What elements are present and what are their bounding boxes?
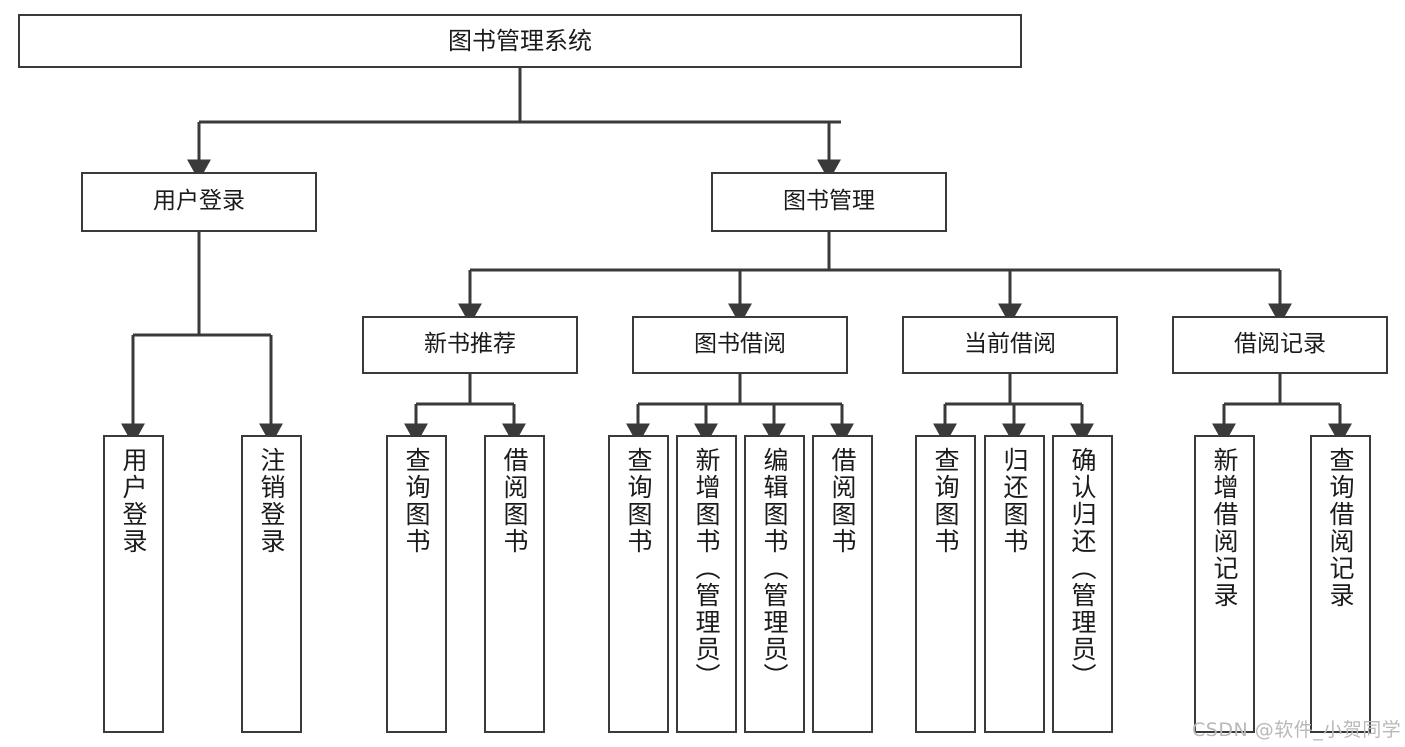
- node-label-user-login: 用户登录: [153, 188, 245, 215]
- node-leaf-query-book[interactable]: 查询图书: [608, 435, 669, 733]
- node-label-leaf-logout: 注销登录: [257, 447, 286, 555]
- node-root[interactable]: 图书管理系统: [18, 14, 1022, 68]
- node-label-leaf-borrow-book: 借阅图书: [828, 447, 857, 555]
- node-label-leaf-query-book-rec: 查询图书: [402, 447, 431, 555]
- node-label-current-borrow: 当前借阅: [964, 331, 1056, 358]
- node-label-leaf-query-book: 查询图书: [624, 447, 653, 555]
- node-leaf-query-record[interactable]: 查询借阅记录: [1310, 435, 1371, 733]
- node-leaf-add-book[interactable]: 新增图书（管理员）: [676, 435, 737, 733]
- node-label-leaf-edit-book: 编辑图书（管理员）: [760, 447, 789, 690]
- node-label-leaf-borrow-book-rec: 借阅图书: [500, 447, 529, 555]
- node-book-manage[interactable]: 图书管理: [711, 172, 947, 232]
- node-book-borrow[interactable]: 图书借阅: [632, 316, 848, 374]
- node-leaf-logout[interactable]: 注销登录: [241, 435, 302, 733]
- node-leaf-return-book[interactable]: 归还图书: [984, 435, 1045, 733]
- node-label-book-borrow: 图书借阅: [694, 331, 786, 358]
- node-label-leaf-add-record: 新增借阅记录: [1210, 447, 1239, 609]
- node-leaf-borrow-book-rec[interactable]: 借阅图书: [484, 435, 545, 733]
- node-leaf-query-book-rec[interactable]: 查询图书: [386, 435, 447, 733]
- node-leaf-add-record[interactable]: 新增借阅记录: [1194, 435, 1255, 733]
- node-label-book-manage: 图书管理: [783, 188, 875, 215]
- node-leaf-edit-book[interactable]: 编辑图书（管理员）: [744, 435, 805, 733]
- node-user-login[interactable]: 用户登录: [81, 172, 317, 232]
- node-new-book-recommend[interactable]: 新书推荐: [362, 316, 578, 374]
- node-leaf-borrow-book[interactable]: 借阅图书: [812, 435, 873, 733]
- node-label-new-book-recommend: 新书推荐: [424, 331, 516, 358]
- node-label-leaf-add-book: 新增图书（管理员）: [692, 447, 721, 690]
- node-borrow-records[interactable]: 借阅记录: [1172, 316, 1388, 374]
- node-current-borrow[interactable]: 当前借阅: [902, 316, 1118, 374]
- node-label-leaf-query-book-cur: 查询图书: [931, 447, 960, 555]
- node-label-leaf-return-book: 归还图书: [1000, 447, 1029, 555]
- node-label-leaf-query-record: 查询借阅记录: [1326, 447, 1355, 609]
- node-label-leaf-user-login: 用户登录: [119, 447, 148, 555]
- node-label-leaf-confirm-return: 确认归还（管理员）: [1068, 447, 1097, 690]
- node-label-root: 图书管理系统: [448, 26, 592, 55]
- node-leaf-query-book-cur[interactable]: 查询图书: [915, 435, 976, 733]
- node-leaf-user-login[interactable]: 用户登录: [103, 435, 164, 733]
- node-leaf-confirm-return[interactable]: 确认归还（管理员）: [1052, 435, 1113, 733]
- node-label-borrow-records: 借阅记录: [1234, 331, 1326, 358]
